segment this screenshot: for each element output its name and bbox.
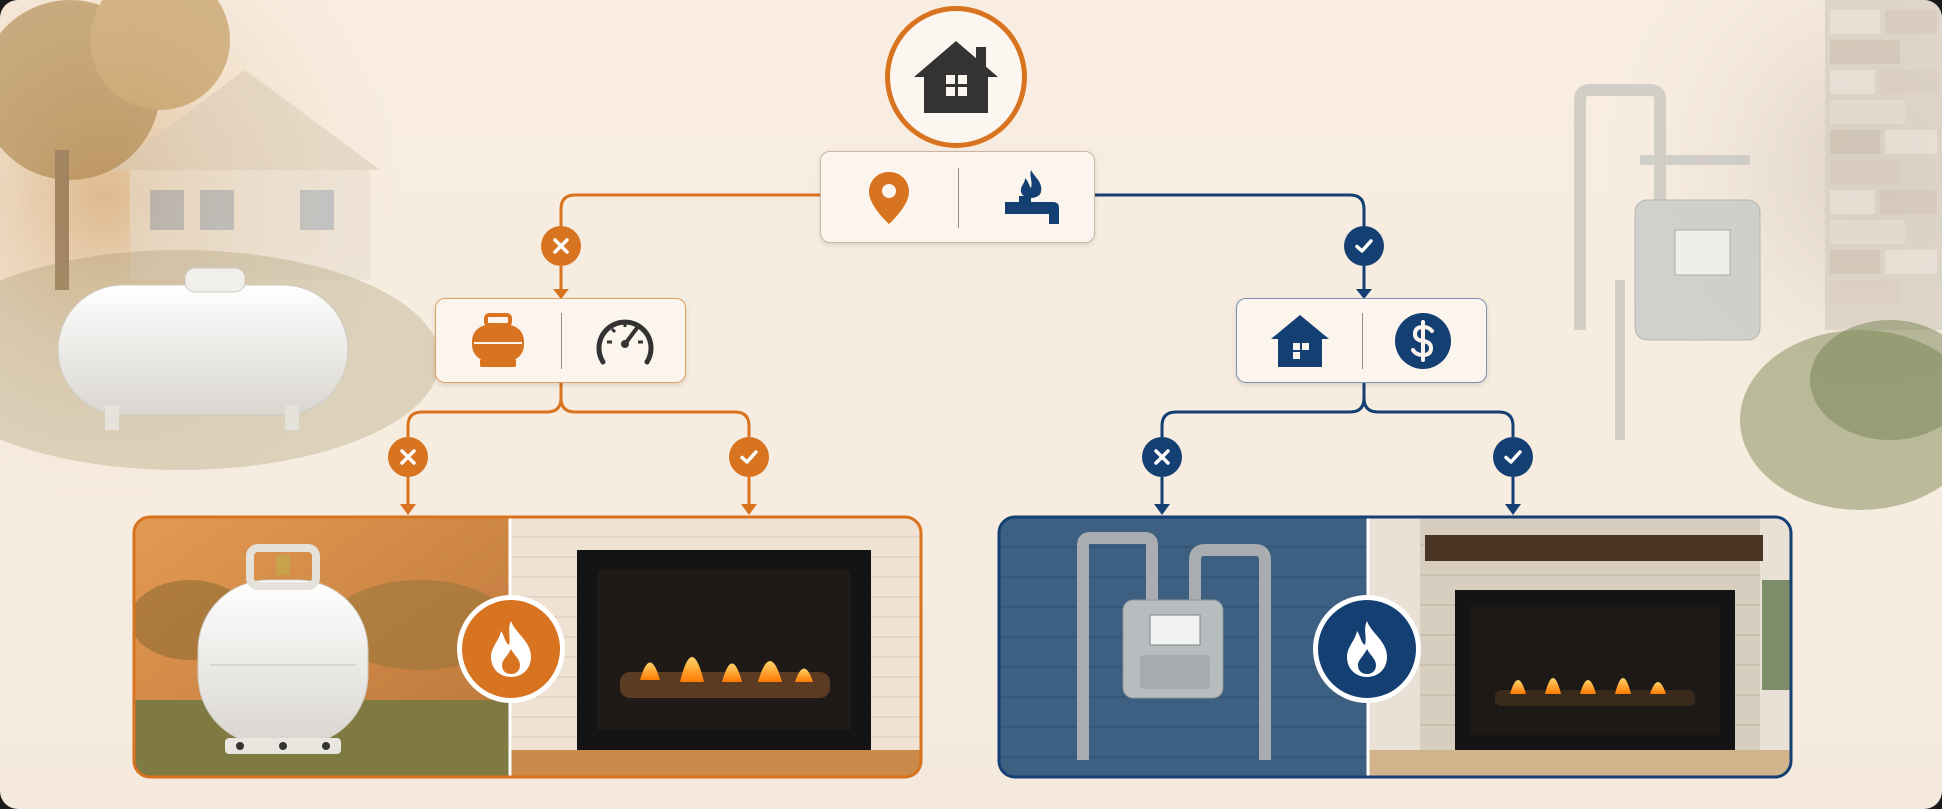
cross-icon bbox=[1142, 437, 1182, 477]
box-divider bbox=[958, 168, 959, 228]
propane-connectors bbox=[406, 193, 820, 506]
stone-wall bbox=[1825, 0, 1942, 330]
propane-outcome-frame bbox=[132, 515, 923, 779]
dollar-icon bbox=[1395, 313, 1451, 369]
house-icon bbox=[1271, 315, 1329, 367]
gas-connectors bbox=[1095, 193, 1515, 506]
root-node bbox=[885, 6, 1027, 148]
gas-line-icon bbox=[1005, 170, 1059, 224]
pressure-gauge-icon bbox=[596, 319, 654, 365]
propane-flame-badge bbox=[457, 595, 565, 703]
gas-arrowheads bbox=[1154, 289, 1521, 515]
location-question-box bbox=[820, 151, 1095, 243]
flame-icon bbox=[491, 621, 531, 677]
cross-icon bbox=[541, 226, 581, 266]
location-pin-icon bbox=[869, 172, 909, 224]
cross-icon bbox=[388, 437, 428, 477]
box-divider bbox=[561, 313, 562, 369]
check-icon bbox=[1344, 226, 1384, 266]
background-house bbox=[110, 70, 380, 280]
propane-tank-icon bbox=[472, 313, 524, 367]
propane-question-box bbox=[435, 298, 686, 383]
gas-meter-scene bbox=[999, 517, 1368, 777]
gas-question-box bbox=[1236, 298, 1487, 383]
house-icon bbox=[914, 41, 998, 113]
background-tree bbox=[0, 0, 230, 290]
propane-tank-scene bbox=[134, 517, 510, 777]
gas-flame-badge bbox=[1313, 595, 1421, 703]
gas-fireplace-scene bbox=[1368, 517, 1791, 777]
flame-icon bbox=[1347, 621, 1387, 677]
check-icon bbox=[1493, 437, 1533, 477]
check-icon bbox=[729, 437, 769, 477]
propane-arrowheads bbox=[400, 289, 757, 515]
propane-storage-tank bbox=[57, 267, 349, 430]
gas-outcome-frame bbox=[997, 515, 1793, 779]
propane-fireplace-scene bbox=[510, 517, 921, 777]
background-gas-meter bbox=[1574, 84, 1761, 440]
box-divider bbox=[1362, 313, 1363, 369]
